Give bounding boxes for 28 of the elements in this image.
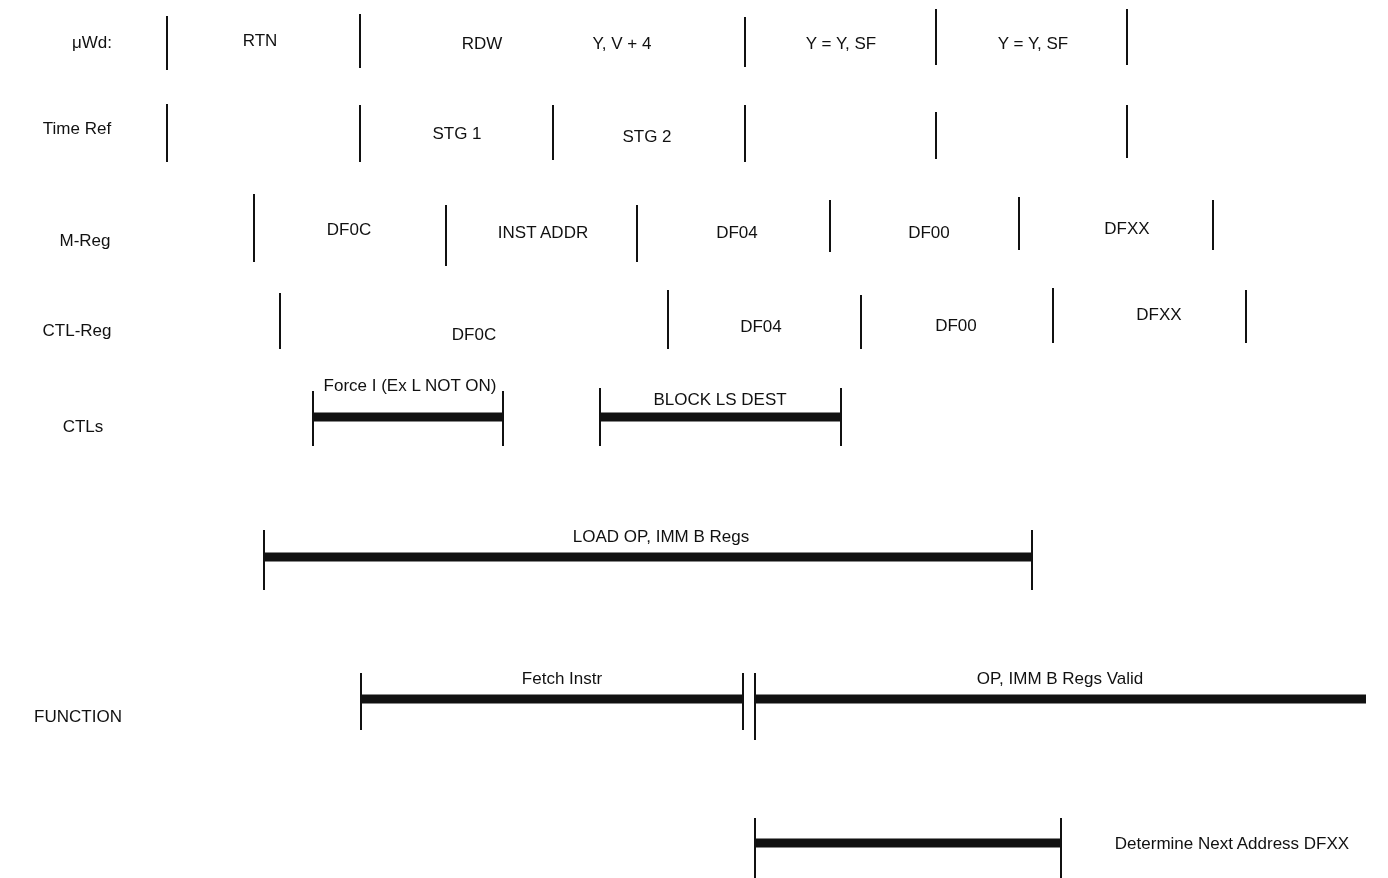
row-label: CTL-Reg [42,319,112,342]
bar-label: Fetch Instr [521,667,603,690]
signal-value: Y = Y, SF [805,32,877,55]
signal-value: Y, V + 4 [592,32,652,55]
signal-value: DF04 [740,315,782,338]
signal-value: DFXX [1136,303,1182,326]
signal-value: DF00 [935,314,977,337]
signal-value: DF00 [908,221,950,244]
bar-label: Force I (Ex L NOT ON) [322,374,498,397]
bar-label: OP, IMM B Regs Valid [976,667,1144,690]
signal-value: DF0C [326,218,372,241]
signal-value: RTN [242,29,278,52]
row-label: CTLs [62,415,104,438]
bar-label: BLOCK LS DEST [653,388,787,411]
signal-value: STG 1 [432,122,482,145]
row-label: M-Reg [59,229,111,252]
bar-label: Determine Next Address DFXX [1114,832,1350,855]
row-label: FUNCTION [34,705,122,728]
bar-label: LOAD OP, IMM B Regs [572,525,750,548]
signal-value: DFXX [1104,217,1150,240]
row-label: Time Ref [42,117,112,140]
signal-value: INST ADDR [497,221,589,244]
signal-value: STG 2 [622,125,672,148]
signal-value: DF0C [451,323,497,346]
signal-value: DF04 [716,221,758,244]
signal-value: RDW [461,32,503,55]
row-label: μWd: [72,31,112,54]
signal-value: Y = Y, SF [997,32,1069,55]
